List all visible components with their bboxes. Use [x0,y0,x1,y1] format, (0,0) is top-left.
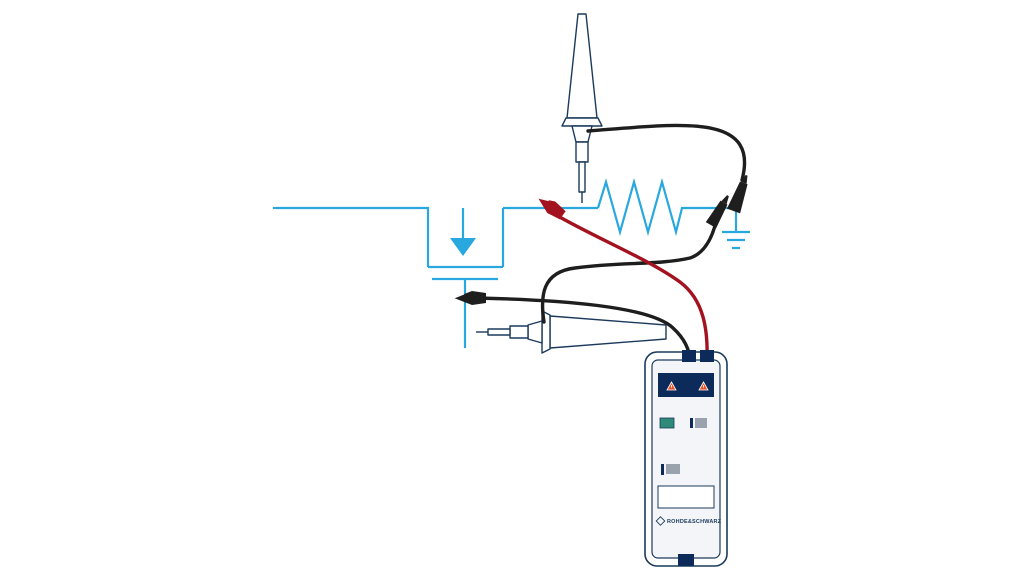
warning-icon [666,381,677,391]
side-probe-neck [527,320,543,344]
side-probe-body [549,315,667,349]
red-alligator-clip [538,197,566,220]
input-connector-black [682,350,696,362]
probe-unit-red-lead [554,213,709,362]
range-switch [695,418,707,428]
black-alligator-clip [453,291,486,305]
top-probe-neck [571,125,593,143]
range-switch-indicator [690,418,693,428]
probe-unit-black-lead [476,296,692,364]
side-probe-barrel [509,325,529,339]
top-probe-body [566,13,598,119]
brand-logo-icon [655,516,666,526]
warning-icon [698,381,709,391]
top-probe-tip-holder [578,161,586,193]
top-probe-ground-lead [586,123,747,182]
top-probe [561,13,603,203]
ground-clip-lower [705,195,729,229]
resistor-symbol [596,177,736,237]
top-probe-barrel [575,141,589,163]
side-probe [476,310,667,354]
mode-switch-indicator [661,464,664,475]
ground-clip-upper [726,174,748,214]
side-probe-ground-lead [540,220,718,324]
circuit [273,177,750,348]
brand-logo: ROHDE&SCHWARZ [655,516,722,526]
diode-triangle-icon [450,238,476,256]
side-probe-tip-holder [487,328,511,336]
mode-switch [666,464,680,474]
status-led-green [659,417,675,429]
input-connector-red [700,350,714,362]
brand-name: ROHDE&SCHWARZ [667,519,722,525]
output-connector [678,554,694,566]
probe-unit: ROHDE&SCHWARZ [644,350,728,567]
input-wire [273,206,430,267]
label-area [657,485,715,509]
top-probe-collar [561,117,603,127]
